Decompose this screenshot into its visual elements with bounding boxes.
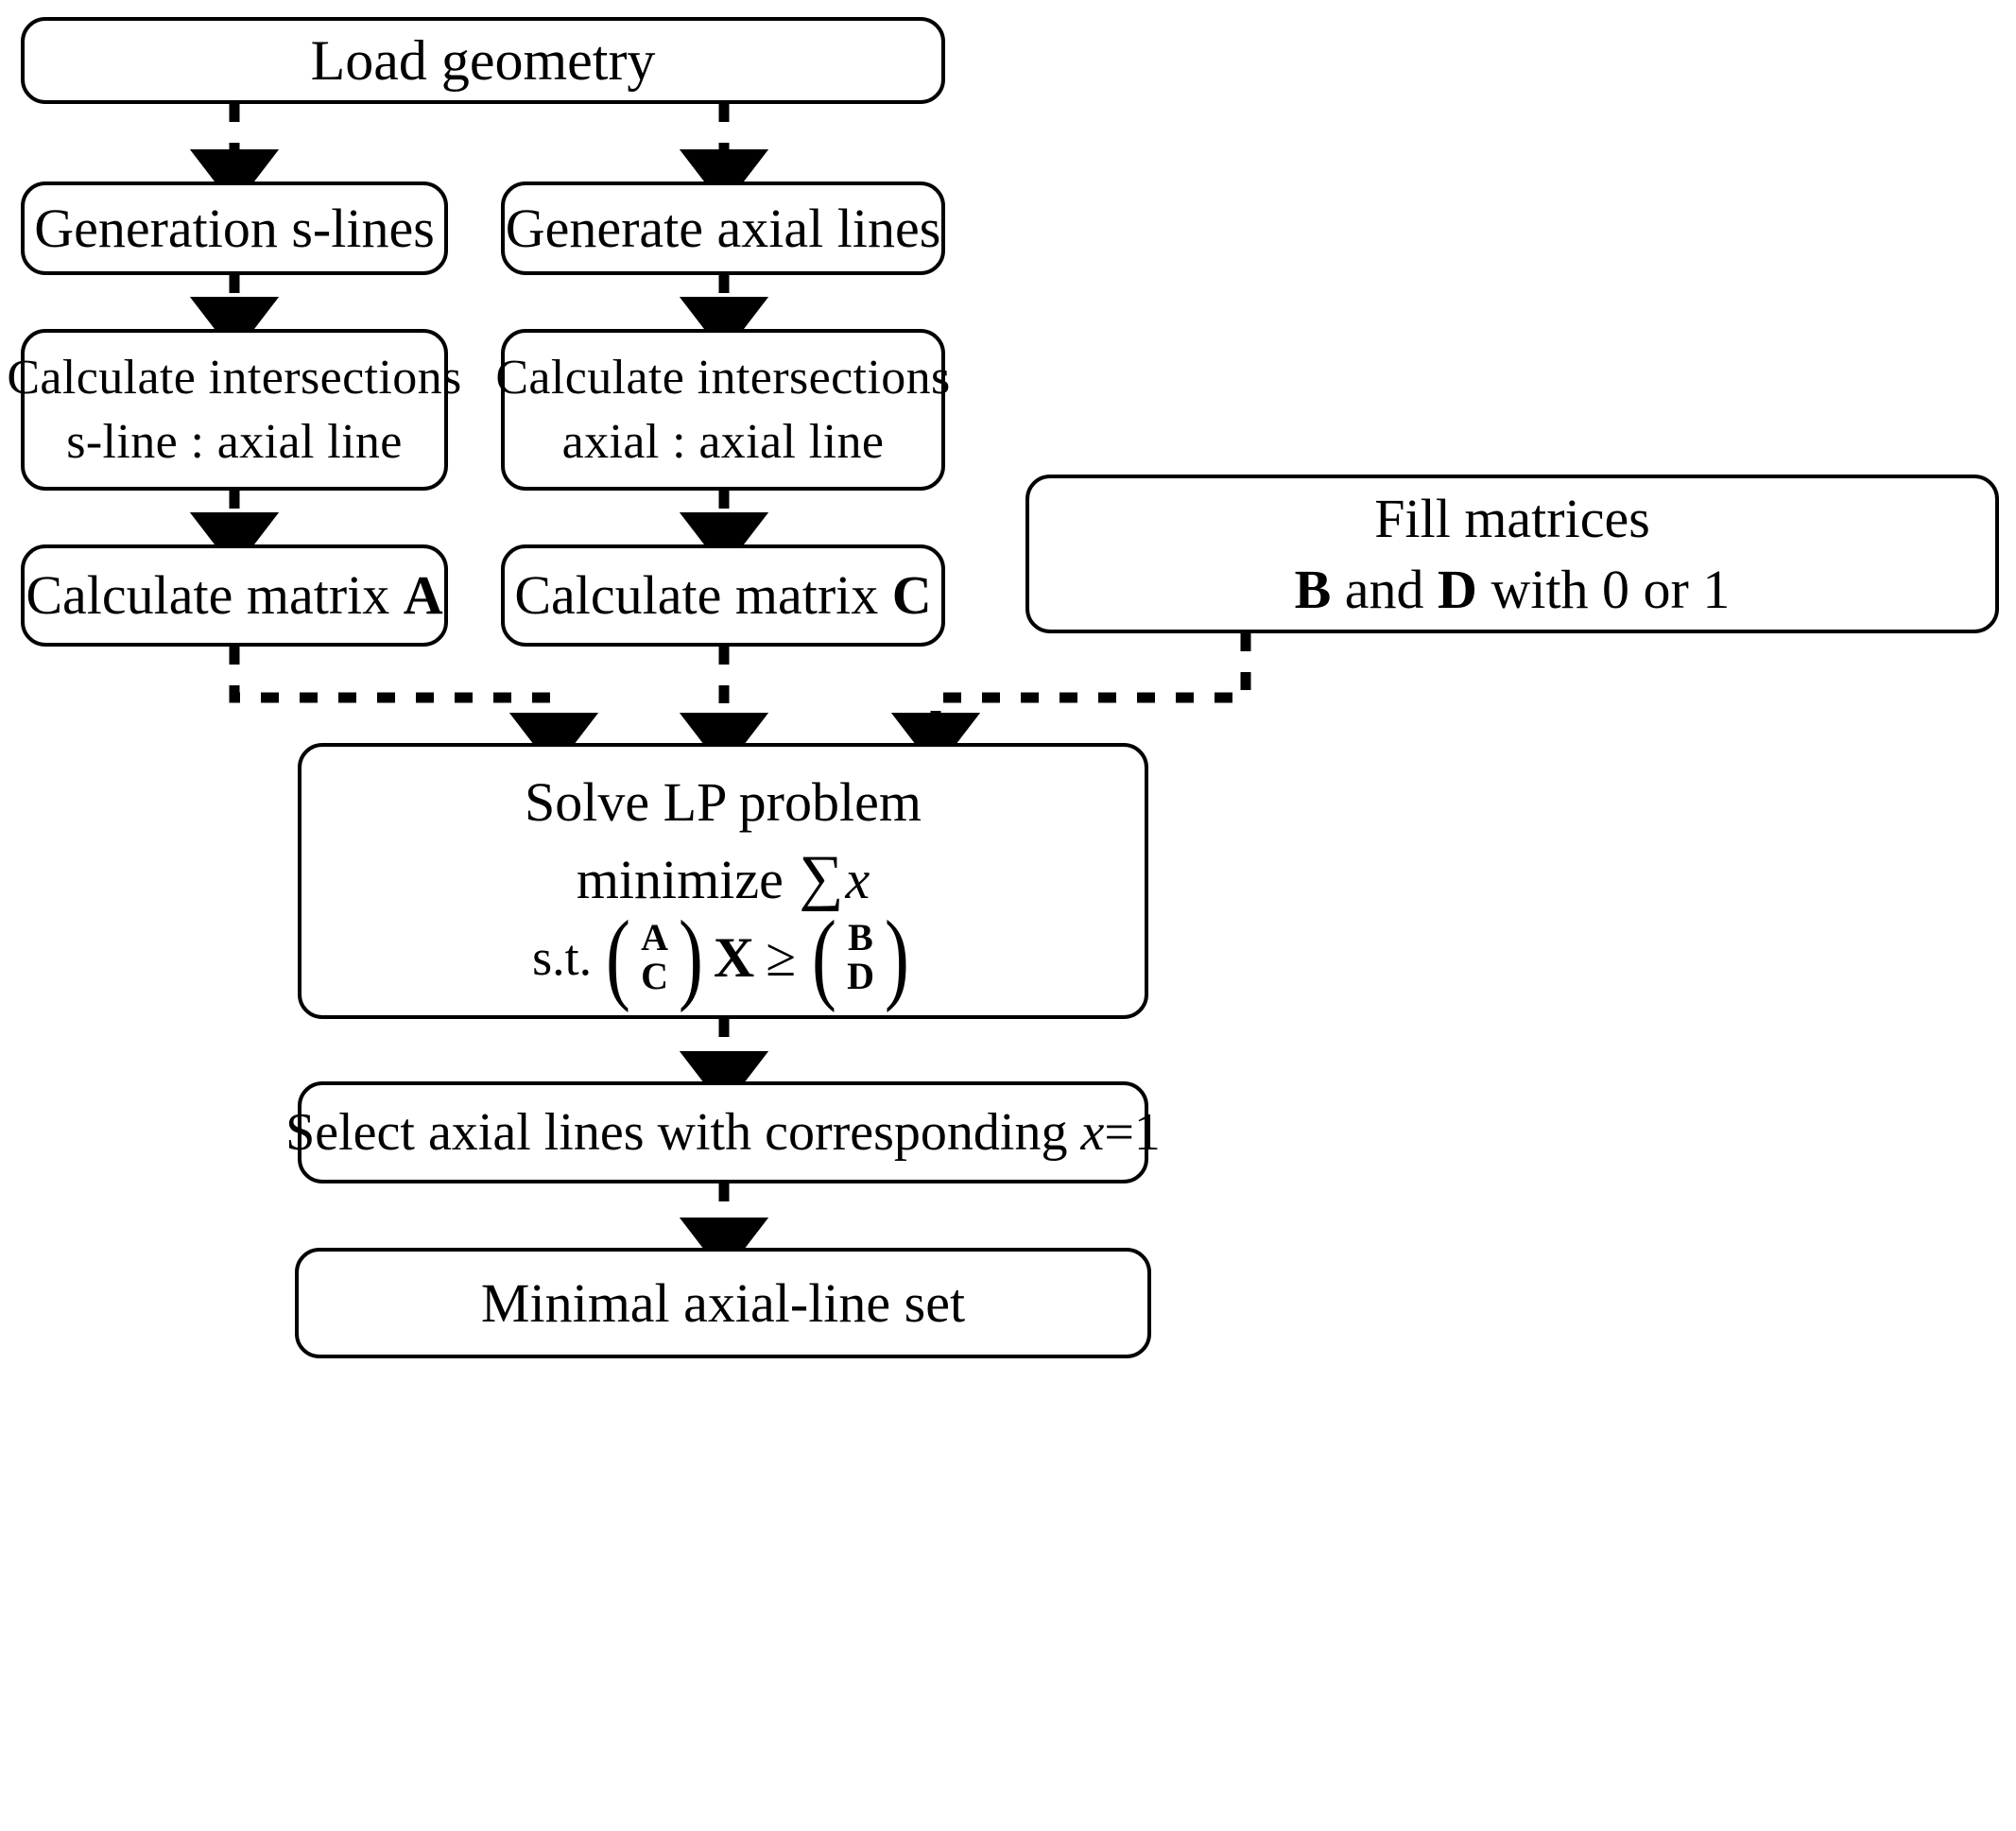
node-calc-intersections-s-axial[interactable]: Calculate intersections s-line : axial l… [7,329,461,491]
summation-icon: ∑ [799,843,844,912]
node-generate-axial-lines-label: Generate axial lines [505,197,941,259]
right-paren-close-icon: ) [885,900,909,1013]
node-minimal-axial-line-set[interactable]: Minimal axial-line set [295,1248,1151,1358]
node-calculate-matrix-a-text: Calculate matrix [26,564,404,627]
lp-objective-variable: x [845,849,870,910]
edge-matrix-a-to-solve-lp [229,647,599,771]
node-calculate-matrix-a-symbol: A [403,564,443,627]
node-generate-axial-lines[interactable]: Generate axial lines [501,181,945,275]
node-calculate-matrix-c[interactable]: Calculate matrix C [501,544,945,647]
lp-lhs-matrix-stack: A C [641,915,668,997]
select-axial-lines-value: =1 [1104,1102,1161,1162]
select-axial-lines-text: Select axial lines with corresponding [285,1102,1081,1162]
lp-variable-vector: X [713,925,755,989]
lp-rhs-matrix-stack: B D [847,915,874,997]
left-paren-close-icon: ) [678,900,703,1013]
lp-subject-to-text: s.t. [532,928,593,986]
node-solve-lp-problem-objective: minimize ∑x [577,838,870,919]
node-generation-s-lines-label: Generation s-lines [34,197,435,259]
node-generation-s-lines[interactable]: Generation s-lines [21,181,448,275]
node-calculate-matrix-c-label: Calculate matrix C [514,560,931,630]
node-calc-intersections-s-axial-line2: s-line : axial line [66,414,403,469]
select-axial-lines-variable: x [1080,1102,1105,1162]
node-fill-matrices[interactable]: Fill matrices B and D with 0 or 1 [1025,475,1999,633]
node-select-axial-lines-label: Select axial lines with corresponding x=… [285,1098,1161,1167]
greater-equal-icon: ≥ [766,925,797,988]
lp-lhs-matrix-bottom: C [641,954,668,997]
node-load-geometry-label: Load geometry [310,29,656,92]
node-calculate-matrix-c-symbol: C [891,564,932,627]
fill-matrices-conjunction: and [1331,559,1439,620]
node-load-geometry[interactable]: Load geometry [21,17,945,104]
node-minimal-axial-line-set-label: Minimal axial-line set [480,1271,966,1334]
lp-rhs-matrix-top: B [848,915,873,959]
left-paren-open-icon: ( [606,900,631,1013]
node-calc-intersections-axial-axial-line2: axial : axial line [561,414,885,469]
node-select-axial-lines[interactable]: Select axial lines with corresponding x=… [285,1081,1161,1183]
node-solve-lp-problem[interactable]: Solve LP problem minimize ∑x s.t. ( A C … [298,743,1148,1019]
edge-fill-matrices-to-solve-lp [890,633,1251,771]
right-paren-open-icon: ( [812,900,837,1013]
node-calc-intersections-s-axial-line1: Calculate intersections [7,350,462,405]
node-calculate-matrix-a[interactable]: Calculate matrix A [21,544,448,647]
node-solve-lp-problem-title: Solve LP problem [525,770,922,833]
matrix-d-symbol: D [1438,559,1477,620]
node-calc-intersections-axial-axial-line1: Calculate intersections [495,350,951,405]
matrix-b-symbol: B [1294,559,1332,620]
node-fill-matrices-line2: B and D with 0 or 1 [1295,554,1731,625]
node-fill-matrices-line1: Fill matrices [1374,487,1650,549]
lp-rhs-matrix-bottom: D [847,954,874,997]
fill-matrices-values: with 0 or 1 [1476,559,1731,620]
node-solve-lp-problem-constraint: s.t. ( A C ) X ≥ ( B D ) [532,900,914,1013]
lp-lhs-matrix-top: A [641,915,668,959]
node-calculate-matrix-c-text: Calculate matrix [514,564,892,627]
node-calculate-matrix-a-label: Calculate matrix A [26,560,442,630]
lp-minimize-text: minimize [576,849,798,910]
node-calc-intersections-axial-axial[interactable]: Calculate intersections axial : axial li… [495,329,950,491]
